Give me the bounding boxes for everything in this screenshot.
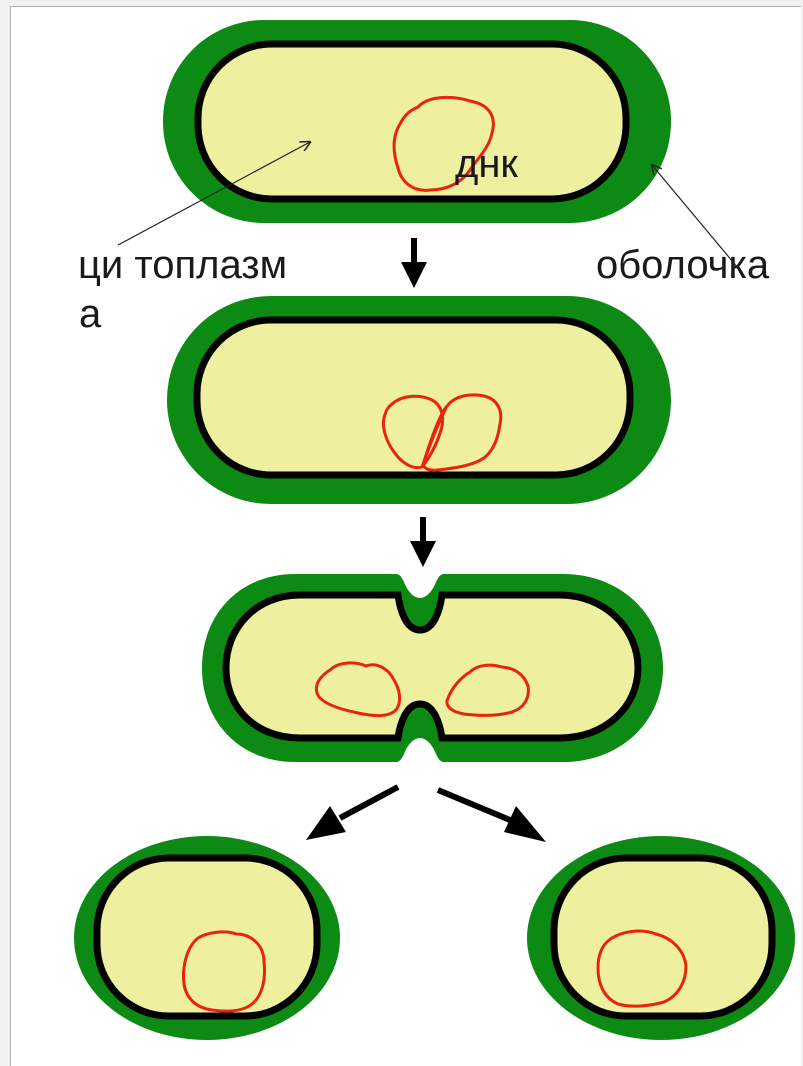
dna-label: днк (455, 142, 518, 186)
arrow-stage2-to-stage3 (410, 517, 436, 567)
arrow-split-right (438, 790, 546, 842)
cytoplasm-label-line1: ци топлазм (78, 243, 287, 287)
daughter-cell-right (527, 836, 795, 1040)
cell-stage-1 (163, 20, 671, 223)
membrane-label: оболочка (596, 243, 770, 287)
arrow-stage1-to-stage2 (401, 238, 427, 288)
cell-stage-3 (202, 574, 663, 762)
arrow-split-left (306, 787, 398, 840)
cell-membrane (198, 44, 626, 199)
cell-stage-2 (167, 296, 671, 504)
cell-membrane (97, 858, 317, 1016)
daughter-cell-left (74, 836, 340, 1040)
cytoplasm-label-line2: а (79, 292, 102, 336)
